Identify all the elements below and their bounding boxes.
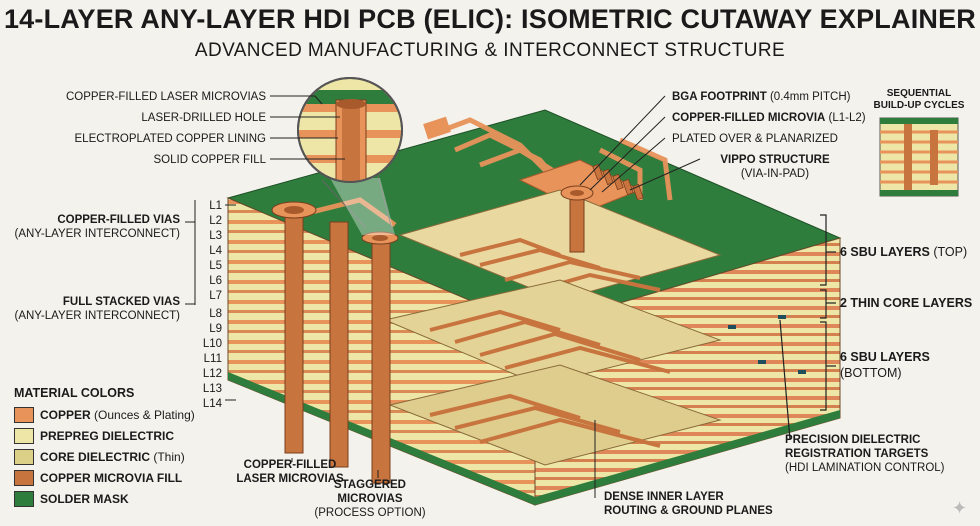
stacked-vias-subtitle: (ANY-LAYER INTERCONNECT): [14, 310, 181, 322]
inner-routing-lower: [429, 393, 661, 448]
layer-label-l12: L12: [202, 368, 222, 380]
vias-subtitle: (ANY-LAYER INTERCONNECT): [14, 228, 181, 240]
legend-swatch-microvia-fill: [14, 469, 34, 486]
microvia-label: COPPER-FILLED MICROVIA (L1-L2): [672, 112, 866, 124]
core-label: 2 THIN CORE LAYERS: [840, 296, 973, 310]
layer-label-l6: L6: [209, 275, 222, 287]
bga-pads: [592, 163, 644, 201]
vippo-title: VIPPO STRUCTURE: [720, 154, 830, 166]
plated-label: PLATED OVER & PLANARIZED: [672, 133, 838, 145]
stacked-vias-title: FULL STACKED VIAS: [62, 296, 180, 308]
legend-item-copper: COPPER (Ounces & Plating): [14, 404, 195, 425]
legend-swatch-core: [14, 448, 34, 465]
layer-label-l11: L11: [203, 353, 222, 365]
targets-title-2: REGISTRATION TARGETS: [785, 448, 929, 460]
zoom-item-laser-drilled: LASER-DRILLED HOLE: [141, 112, 266, 124]
layer-label-l7: L7: [209, 290, 222, 302]
inset-title: SEQUENTIAL BUILD-UP CYCLES: [873, 88, 965, 111]
zoom-item-solid-fill: SOLID COPPER FILL: [153, 154, 266, 166]
dense-routing-label-2: ROUTING & GROUND PLANES: [604, 505, 773, 517]
page-subtitle: ADVANCED MANUFACTURING & INTERCONNECT ST…: [194, 40, 786, 61]
inner-routing-middle: [429, 309, 671, 374]
zoom-callout-circle: [297, 77, 403, 183]
layer-label-l2: L2: [209, 215, 222, 227]
targets-title-1: PRECISION DIELECTRIC: [785, 434, 921, 446]
sparkle-icon: ✦: [952, 498, 968, 518]
page-title: 14-LAYER ANY-LAYER HDI PCB (ELIC): ISOME…: [3, 4, 977, 34]
sbu-top-label: 6 SBU LAYERS (TOP): [840, 245, 968, 259]
staggered-label-2: MICROVIAS: [337, 493, 403, 505]
inner-routing-upper: [459, 237, 661, 294]
legend-item-prepreg: PREPREG DIELECTRIC: [14, 425, 195, 446]
layer-label-l14: L14: [202, 398, 222, 410]
layer-label-l1: L1: [209, 200, 222, 212]
legend-title: MATERIAL COLORS: [14, 386, 135, 400]
sbu-bottom-sublabel: (BOTTOM): [840, 366, 902, 380]
legend-item-microvia-fill: COPPER MICROVIA FILL: [14, 467, 195, 488]
registration-targets: [728, 315, 806, 374]
targets-subtitle: (HDI LAMINATION CONTROL): [785, 462, 945, 474]
layer-label-l13: L13: [202, 383, 222, 395]
dense-routing-label-1: DENSE INNER LAYER: [604, 491, 724, 503]
zoom-item-electroplated: ELECTROPLATED COPPER LINING: [74, 133, 267, 145]
legend-swatch-prepreg: [14, 427, 34, 444]
layer-label-l3: L3: [209, 230, 222, 242]
layer-label-l8: L8: [209, 308, 222, 320]
bga-label: BGA FOOTPRINT (0.4mm PITCH): [672, 91, 851, 103]
layer-label-l5: L5: [209, 260, 222, 272]
layer-label-l10: L10: [202, 338, 222, 350]
legend-item-solder-mask: SOLDER MASK: [14, 488, 195, 509]
layer-label-l9: L9: [209, 323, 222, 335]
sbu-bottom-label: 6 SBU LAYERS: [840, 350, 930, 364]
vias-title: COPPER-FILLED VIAS: [57, 214, 180, 226]
legend: MATERIAL COLORS COPPER (Ounces & Plating…: [14, 386, 195, 509]
laser-microvias-label-2: LASER MICROVIAS: [236, 473, 344, 485]
zoom-callout-title: COPPER-FILLED LASER MICROVIAS: [65, 91, 266, 103]
laser-microvias-label-1: COPPER-FILLED: [243, 459, 337, 471]
vippo-via: [560, 185, 594, 253]
legend-item-core: CORE DIELECTRIC (Thin): [14, 446, 195, 467]
stacked-vias: [271, 201, 399, 484]
vippo-subtitle: (VIA-IN-PAD): [740, 168, 810, 180]
staggered-sublabel: (PROCESS OPTION): [314, 507, 426, 519]
staggered-label-1: STAGGERED: [334, 479, 406, 491]
legend-swatch-copper: [14, 406, 34, 423]
legend-swatch-solder-mask: [14, 490, 34, 507]
layer-label-l4: L4: [209, 245, 222, 257]
sequential-buildup-inset: [879, 117, 959, 197]
